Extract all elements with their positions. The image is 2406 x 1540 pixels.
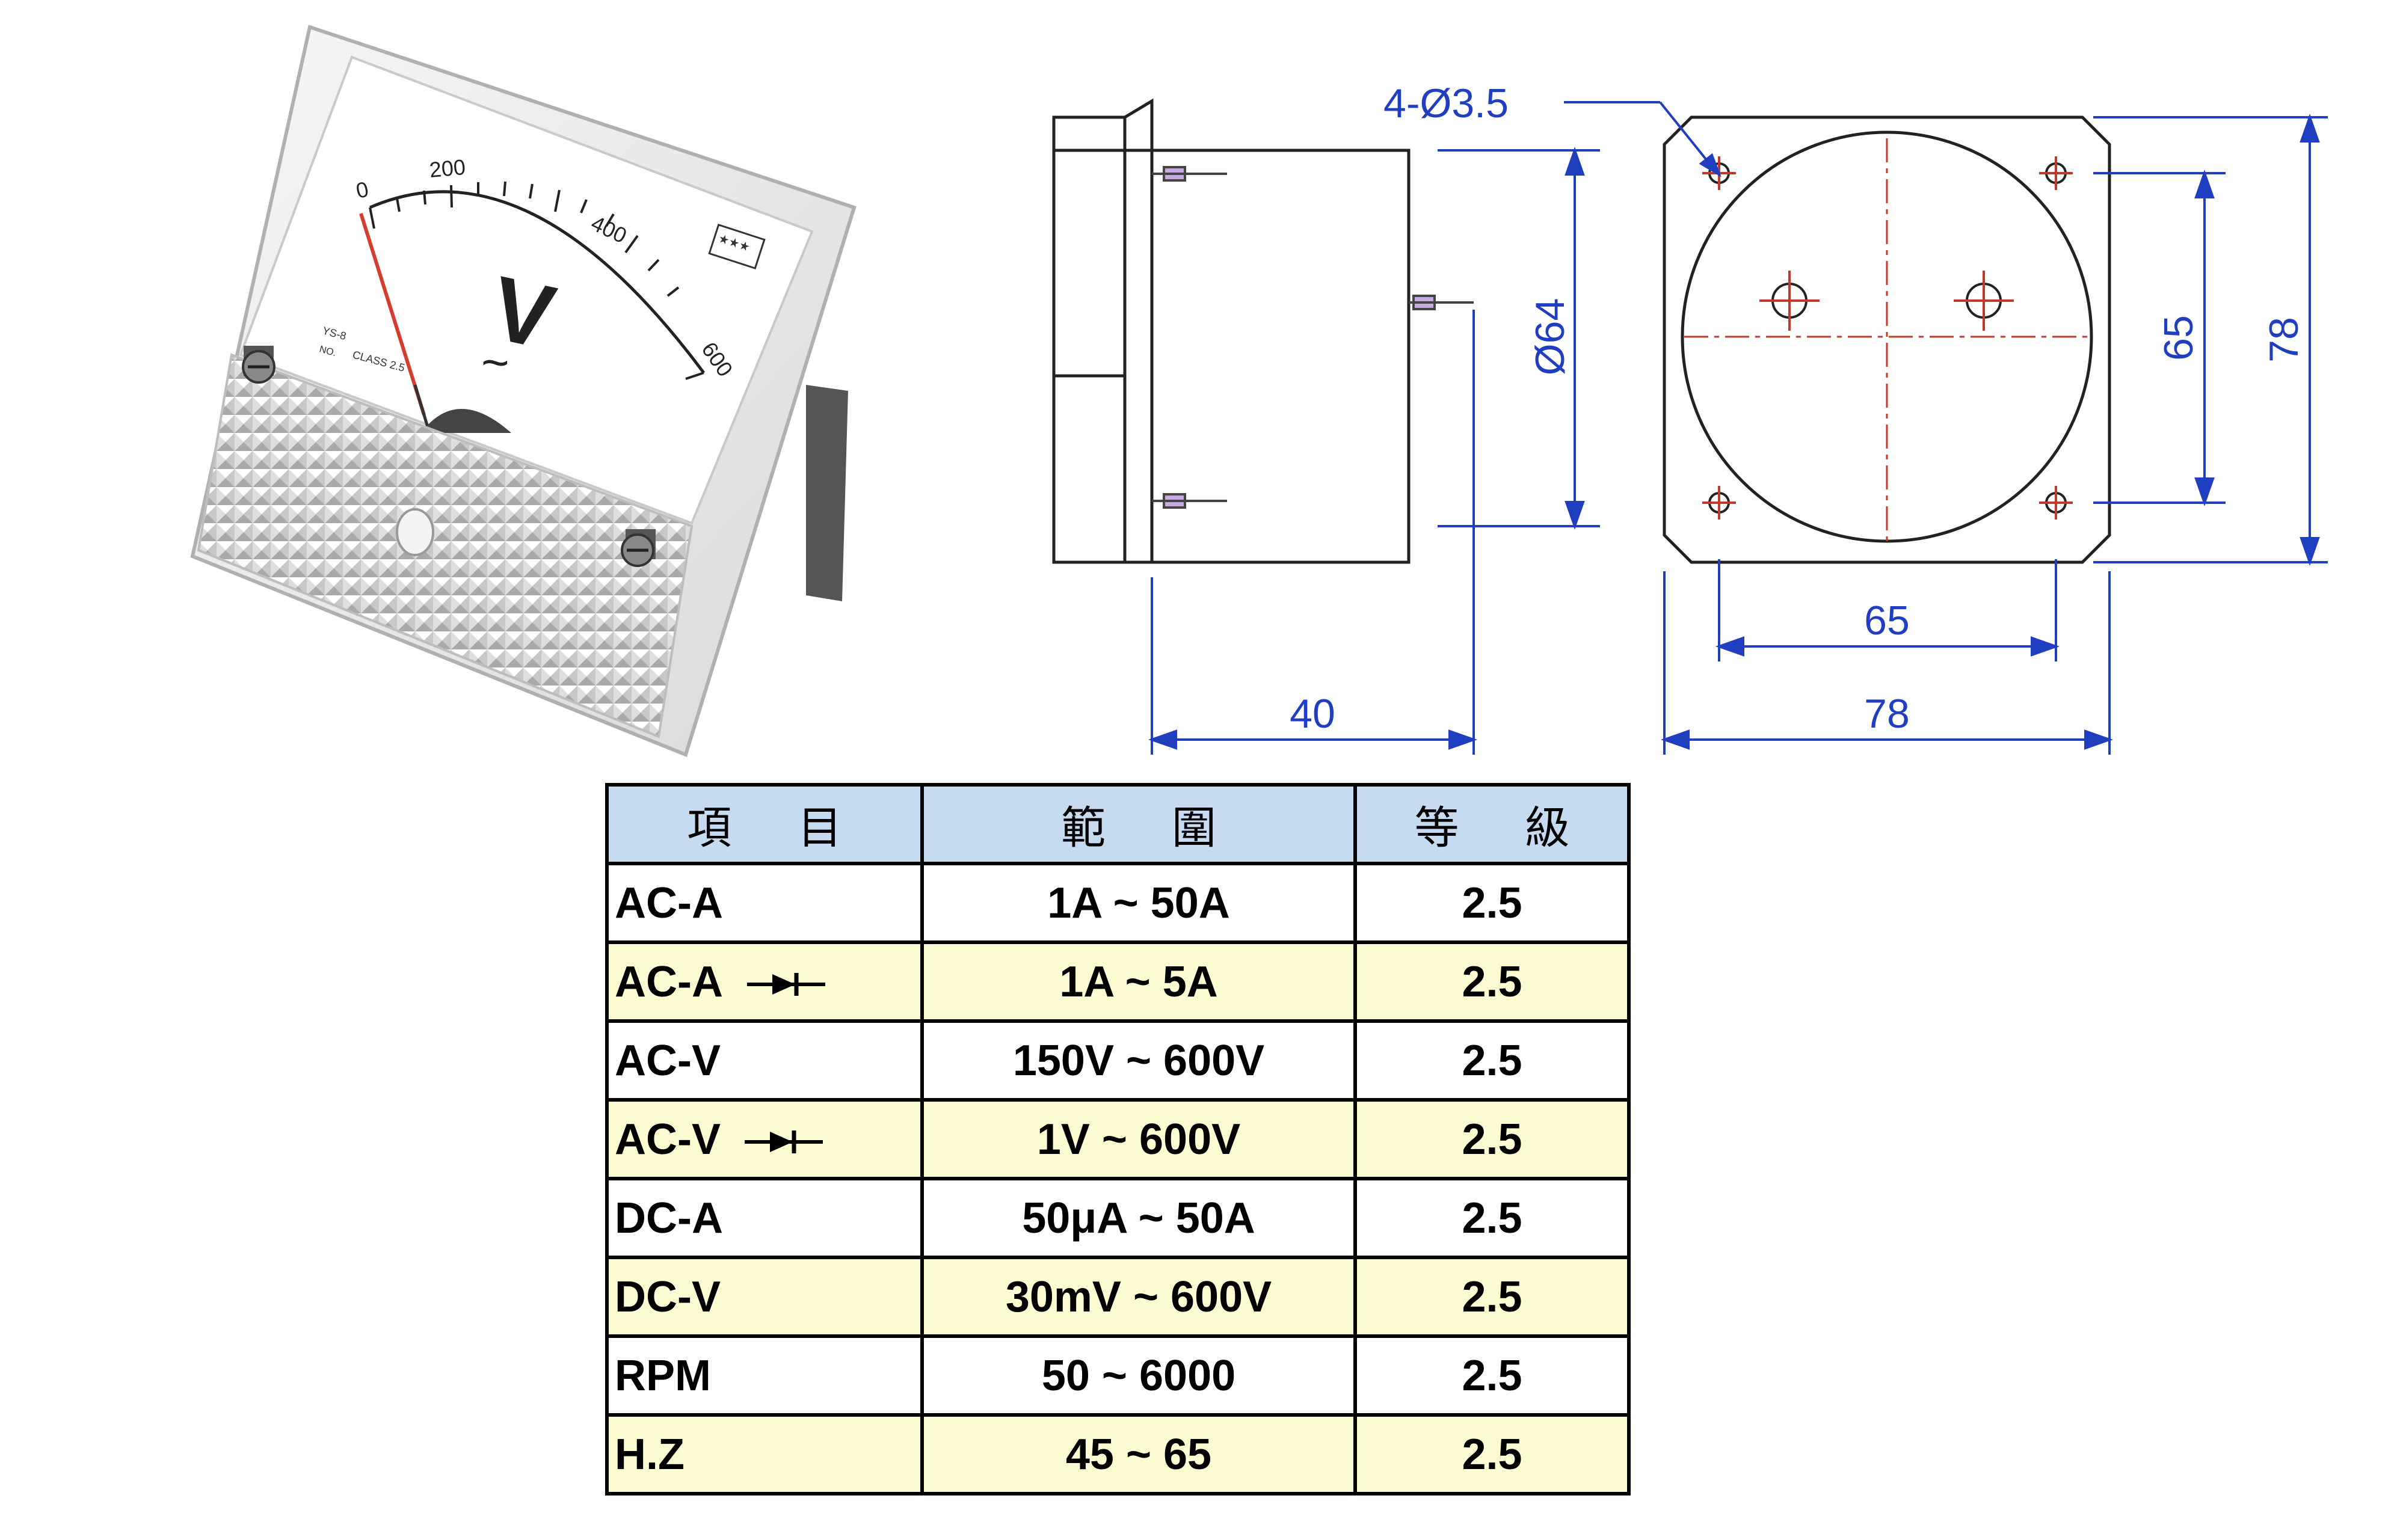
hole-spacing-v-dim: 65 [2156, 315, 2201, 361]
width-dim: 78 [1864, 691, 1910, 737]
table-row: AC-V 150V ~ 600V 2.5 [605, 1019, 1631, 1102]
dimension-drawing: 4-Ø3.5 Ø64 40 65 78 65 78 [1052, 81, 2328, 755]
grade-cell: 2.5 [1353, 940, 1631, 1023]
side-view-studs [1152, 166, 1474, 509]
diameter-dim: Ø64 [1527, 298, 1573, 376]
terminal-screw-left [242, 346, 275, 384]
item-cell: RPM [605, 1334, 924, 1417]
grade-cell: 2.5 [1353, 1098, 1631, 1180]
diode-icon [745, 1130, 823, 1154]
range-cell: 1V ~ 600V [920, 1098, 1357, 1180]
grade-cell: 2.5 [1353, 1413, 1631, 1496]
item-cell: AC-A [605, 862, 924, 944]
pyramid-window [197, 353, 694, 738]
depth-dim: 40 [1290, 691, 1335, 737]
height-dim: 78 [2261, 317, 2307, 363]
grade-cell: 2.5 [1353, 862, 1631, 944]
meter-back-body [806, 385, 848, 601]
table-header-row: 項目 範圍 等級 [605, 783, 1631, 865]
table-row: AC-A 1A ~ 5A 2.5 [605, 940, 1631, 1023]
spec-table: 項目 範圍 等級 AC-A 1A ~ 50A 2.5 AC-A 1A ~ 5A … [605, 783, 1631, 1496]
grade-cell: 2.5 [1353, 1177, 1631, 1259]
table-row: AC-V 1V ~ 600V 2.5 [605, 1098, 1631, 1180]
scale-arc [369, 190, 706, 374]
zero-adjust-knob [396, 508, 434, 556]
range-cell: 45 ~ 65 [920, 1413, 1357, 1496]
side-view-bezel [1052, 115, 1127, 378]
diode-icon [746, 973, 825, 996]
no-label: NO. [318, 344, 337, 358]
range-cell: 1A ~ 5A [920, 940, 1357, 1023]
table-body: AC-A 1A ~ 50A 2.5 AC-A 1A ~ 5A 2.5 AC-V … [605, 862, 1631, 1496]
side-view-body [1052, 149, 1411, 564]
table-row: H.Z 45 ~ 65 2.5 [605, 1413, 1631, 1496]
front-view-holes [1702, 156, 2073, 520]
item-cell: DC-A [605, 1177, 924, 1259]
hole-spacing-h-dim: 65 [1864, 598, 1910, 643]
grade-cell: 2.5 [1353, 1019, 1631, 1102]
meter-photo: 0 200 400 600 V ~ YS-8 NO. CLASS 2.5 ★★★ [190, 25, 857, 758]
header-grade: 等級 [1353, 783, 1631, 865]
item-cell: AC-V [605, 1019, 924, 1102]
side-view [1052, 98, 1411, 564]
range-cell: 50 ~ 6000 [920, 1334, 1357, 1417]
item-cell: H.Z [605, 1413, 924, 1496]
grade-cell: 2.5 [1353, 1334, 1631, 1417]
item-cell: DC-V [605, 1256, 924, 1338]
dimension-lines [1148, 101, 2328, 755]
ac-symbol: ~ [481, 336, 509, 389]
grade-cell: 2.5 [1353, 1256, 1631, 1338]
meter-needle [359, 213, 426, 416]
scale-ticks [369, 181, 704, 380]
hole-callout: 4-Ø3.5 [1383, 81, 1509, 126]
terminal-screw-right [621, 529, 656, 567]
side-view-flange [1123, 98, 1154, 564]
table-row: DC-A 50μA ~ 50A 2.5 [605, 1177, 1631, 1259]
pivot-cover [421, 409, 511, 433]
table-row: DC-V 30mV ~ 600V 2.5 [605, 1256, 1631, 1338]
table-row: RPM 50 ~ 6000 2.5 [605, 1334, 1631, 1417]
front-view-outline [1663, 115, 2111, 564]
table-row: AC-A 1A ~ 50A 2.5 [605, 862, 1631, 944]
range-cell: 30mV ~ 600V [920, 1256, 1357, 1338]
range-cell: 1A ~ 50A [920, 862, 1357, 944]
range-cell: 50μA ~ 50A [920, 1177, 1357, 1259]
meter-face [239, 55, 814, 525]
header-range: 範圍 [920, 783, 1357, 865]
header-item: 項目 [605, 783, 924, 865]
front-view-centerlines [1684, 138, 2093, 541]
scale-label-200: 200 [428, 155, 466, 182]
item-cell: AC-V [605, 1098, 924, 1180]
range-cell: 150V ~ 600V [920, 1019, 1357, 1102]
item-cell: AC-A [605, 940, 924, 1023]
